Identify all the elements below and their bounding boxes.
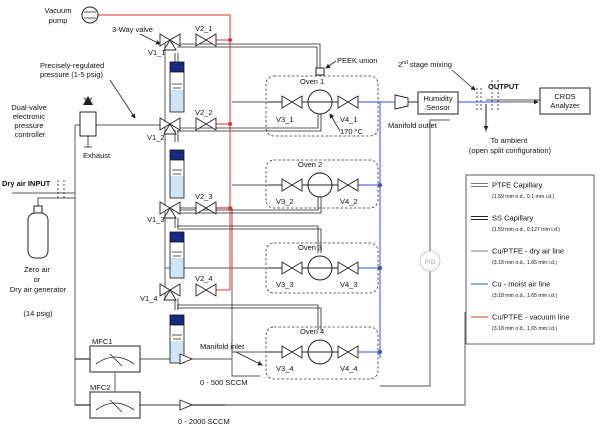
legend-item: PTFE Capillary (1.59 mm o.d., 0.1 mm i.d.… — [471, 181, 555, 200]
svg-text:V1_4: V1_4 — [140, 294, 158, 303]
legend-subtitle: (1.59 mm o.d., 0.127 mm i.d.) — [492, 227, 560, 233]
svg-text:Oven 3: Oven 3 — [298, 243, 322, 252]
svg-text:Analyzer: Analyzer — [550, 101, 580, 110]
svg-text:V3_1: V3_1 — [276, 115, 294, 124]
legend-title: Cu/PTFE - dry air line — [492, 247, 564, 256]
manifold-outlet — [394, 94, 418, 110]
legend-title: PTFE Capillary — [492, 181, 543, 190]
zero-air-pressure: (14 psig) — [23, 309, 53, 318]
vacuum-pump-label: Vacuum — [45, 6, 72, 15]
svg-text:V4_2: V4_2 — [340, 197, 358, 206]
legend-subtitle: (3.18 mm o.d., 1.65 mm i.d.) — [492, 326, 557, 332]
legend-item: Cu/PTFE - dry air line (3.18 mm o.d., 1.6… — [471, 247, 564, 266]
oven-4-box — [265, 326, 379, 380]
permeation-vials — [169, 61, 185, 364]
manifold-outlet-label: Manifold outlet — [388, 121, 438, 130]
valve-v1-4 — [159, 283, 181, 301]
vial-2 — [169, 149, 185, 199]
svg-text:V4_3: V4_3 — [340, 280, 358, 289]
zero-air-label: Zero air or Dry air generator — [10, 265, 67, 294]
valve-labels-v1-v2: V1_1 V2_1 V1_2 V2_2 V1_3 V2_3 V1_4 V2_4 — [140, 24, 213, 303]
valve-v2-3 — [195, 201, 217, 215]
manifold-inlet-label: Manifold inlet — [200, 342, 245, 351]
pid-detector: PID — [419, 250, 441, 272]
flow-restrictors — [179, 353, 225, 411]
valve-v2-1 — [195, 33, 217, 47]
legend: PTFE Capillary (1.59 mm o.d., 0.1 mm i.d.… — [465, 174, 595, 345]
legend-item: Cu - moist air line (3.18 mm o.d., 1.65 m… — [471, 280, 557, 299]
to-ambient-label: To ambient (open split configuration) — [469, 136, 552, 155]
peek-union-label: PEEK union — [337, 56, 377, 65]
mfc2-label: MFC2 — [90, 383, 110, 392]
valve-v1-3 — [159, 201, 181, 219]
svg-text:V3_3: V3_3 — [276, 280, 294, 289]
second-stage-mixing-label: 2nd stage mixing — [398, 60, 452, 69]
dry-air-input-label: Dry air INPUT — [2, 179, 51, 188]
vial-1 — [169, 61, 185, 113]
svg-text:V2_1: V2_1 — [195, 24, 213, 33]
mfc2 — [89, 391, 141, 419]
svg-text:V4_4: V4_4 — [340, 364, 358, 373]
temperature-label: 170 °C — [340, 127, 364, 136]
oven-internals — [232, 67, 382, 365]
legend-title: Cu - moist air line — [492, 280, 550, 289]
svg-text:CRDS: CRDS — [554, 92, 575, 101]
mfc1-range: 0 - 500 SCCM — [200, 378, 248, 387]
vial-4 — [169, 314, 185, 364]
svg-text:Sensor: Sensor — [426, 103, 450, 112]
vacuum-junctions — [228, 38, 232, 210]
three-way-valve-label: 3-Way valve — [112, 25, 153, 34]
svg-text:V2_3: V2_3 — [195, 192, 213, 201]
svg-text:V4_1: V4_1 — [340, 115, 358, 124]
valve-v1-1 — [159, 33, 181, 51]
exhaust-label: Exhaust — [83, 151, 111, 160]
valve-v1-2 — [159, 117, 181, 135]
vacuum-pump: Vacuum pump — [45, 6, 99, 25]
mfc1-label: MFC1 — [92, 337, 112, 346]
oven-1-box — [265, 75, 379, 137]
legend-subtitle: (3.18 mm o.d., 1.65 mm i.d.) — [492, 293, 557, 299]
valve-v2-2 — [195, 117, 217, 131]
legend-subtitle: (1.59 mm o.d., 0.1 mm i.d.) — [492, 194, 555, 200]
svg-text:V2_4: V2_4 — [195, 274, 213, 283]
legend-item: SS Capillary (1.59 mm o.d., 0.127 mm i.d.… — [471, 214, 560, 233]
svg-text:Humidity: Humidity — [423, 94, 452, 103]
vial-3 — [169, 231, 185, 279]
svg-text:PID: PID — [425, 259, 436, 266]
output-label: OUTPUT — [488, 82, 519, 91]
oven-labels: Oven 1 Oven 2 Oven 3 Oven 4 — [298, 77, 324, 336]
dual-valve-controller-label: Dual-valve electronic pressure controlle… — [11, 103, 49, 139]
legend-frame — [465, 174, 595, 345]
precisely-regulated-label: Precisely-regulated pressure (1-5 psig) — [40, 61, 106, 79]
valve-v2-4 — [195, 283, 217, 297]
valve-labels-v3-v4: V3_1 V4_1 V3_2 V4_2 V3_3 V4_3 V3_4 V4_4 — [276, 115, 358, 373]
svg-text:V1_2: V1_2 — [147, 133, 165, 142]
crds-analyzer: CRDS Analyzer — [539, 87, 591, 115]
legend-title: Cu/PTFE - vacuum line — [492, 313, 570, 322]
mfc2-range: 0 - 2000 SCCM — [178, 417, 230, 426]
vacuum-lines — [98, 14, 231, 291]
legend-title: SS Capillary — [492, 214, 534, 223]
svg-text:Oven 2: Oven 2 — [298, 160, 322, 169]
svg-text:V3_4: V3_4 — [276, 364, 294, 373]
svg-text:pump: pump — [49, 16, 68, 25]
svg-text:V1_3: V1_3 — [147, 215, 165, 224]
svg-text:V3_2: V3_2 — [276, 197, 294, 206]
legend-subtitle: (3.18 mm o.d., 1.65 mm i.d.) — [492, 260, 557, 266]
svg-text:Oven 1: Oven 1 — [300, 77, 324, 86]
v1-v2-valves — [159, 33, 217, 301]
svg-text:Oven 4: Oven 4 — [300, 327, 324, 336]
legend-item: Cu/PTFE - vacuum line (3.18 mm o.d., 1.65… — [471, 313, 570, 332]
svg-text:V1_1: V1_1 — [148, 48, 166, 57]
pressure-controller — [79, 96, 97, 148]
mfc1 — [89, 345, 141, 373]
svg-text:V2_2: V2_2 — [195, 108, 213, 117]
gas-cylinder — [27, 197, 75, 259]
humidity-sensor: Humidity Sensor — [417, 91, 459, 115]
